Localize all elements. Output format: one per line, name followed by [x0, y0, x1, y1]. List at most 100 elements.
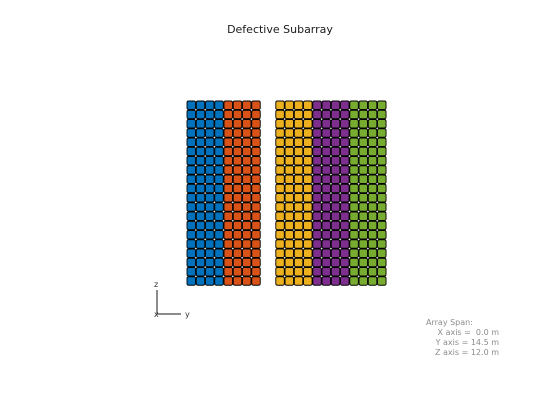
array-element-g2 [223, 193, 233, 203]
array-element-g1 [205, 239, 215, 249]
array-element-g5 [377, 239, 387, 249]
array-element-g1 [195, 211, 206, 221]
array-element-g3 [293, 174, 304, 184]
array-element-g5 [349, 183, 359, 194]
array-element-g1 [186, 146, 196, 157]
array-element-g2 [232, 165, 243, 175]
array-element-g3 [293, 220, 304, 231]
array-elements [186, 100, 387, 286]
array-element-g2 [251, 193, 261, 203]
array-element-g3 [284, 248, 294, 258]
array-element-g4 [340, 193, 350, 203]
array-element-g5 [377, 267, 387, 277]
array-element-g4 [330, 156, 341, 166]
array-element-g2 [251, 183, 261, 194]
array-element-g4 [330, 202, 341, 212]
array-element-g2 [223, 146, 233, 157]
array-element-g3 [284, 100, 294, 110]
array-element-g4 [340, 248, 350, 258]
array-element-g2 [223, 248, 233, 258]
array-element-g3 [284, 211, 294, 221]
array-element-g5 [358, 100, 368, 110]
array-element-g4 [312, 230, 322, 240]
array-element-g2 [223, 257, 233, 268]
array-element-g3 [293, 183, 304, 194]
array-element-g5 [377, 146, 387, 157]
array-element-g4 [321, 137, 331, 147]
array-element-g5 [358, 230, 368, 240]
array-element-g3 [284, 267, 294, 277]
array-element-g2 [251, 267, 261, 277]
array-element-g3 [303, 211, 313, 221]
array-element-g2 [223, 220, 233, 231]
array-element-g4 [312, 183, 322, 194]
array-element-g5 [349, 257, 359, 268]
span-label-z: Z axis = [435, 348, 471, 357]
array-element-g1 [195, 137, 206, 147]
array-element-g2 [223, 202, 233, 212]
array-element-g4 [330, 220, 341, 231]
array-element-g1 [205, 137, 215, 147]
array-element-g3 [275, 137, 285, 147]
array-element-g2 [232, 220, 243, 231]
array-element-g1 [195, 156, 206, 166]
array-element-g4 [340, 230, 350, 240]
array-element-g4 [321, 183, 331, 194]
array-element-g1 [186, 193, 196, 203]
array-element-g5 [377, 211, 387, 221]
array-element-g3 [303, 165, 313, 175]
array-element-g4 [340, 156, 350, 166]
array-element-g1 [186, 248, 196, 258]
array-element-g3 [303, 128, 313, 138]
array-element-g5 [358, 165, 368, 175]
array-element-g5 [349, 276, 359, 286]
array-element-g1 [186, 239, 196, 249]
array-element-g5 [358, 220, 368, 231]
array-element-g4 [340, 128, 350, 138]
array-element-g3 [303, 202, 313, 212]
array-element-g1 [186, 230, 196, 240]
array-element-g5 [377, 248, 387, 258]
array-element-g5 [349, 146, 359, 157]
array-element-g1 [214, 257, 224, 268]
array-element-g3 [275, 276, 285, 286]
array-element-g3 [303, 267, 313, 277]
array-element-g5 [367, 156, 378, 166]
array-element-g2 [223, 156, 233, 166]
array-element-g4 [330, 128, 341, 138]
array-element-g3 [284, 165, 294, 175]
array-element-g2 [242, 276, 252, 286]
array-element-g2 [251, 128, 261, 138]
array-element-g4 [330, 174, 341, 184]
array-element-g5 [349, 193, 359, 203]
array-element-g5 [367, 109, 378, 120]
array-element-g1 [186, 276, 196, 286]
array-element-g4 [312, 211, 322, 221]
array-element-g4 [340, 137, 350, 147]
array-element-g5 [377, 100, 387, 110]
array-element-g4 [321, 248, 331, 258]
array-element-g5 [349, 156, 359, 166]
span-label-x: X axis = [437, 328, 474, 337]
array-element-g2 [232, 248, 243, 258]
array-element-g4 [321, 202, 331, 212]
array-element-g5 [377, 174, 387, 184]
array-element-g3 [293, 248, 304, 258]
array-element-g4 [340, 174, 350, 184]
array-element-g1 [205, 220, 215, 231]
array-element-g1 [186, 183, 196, 194]
array-element-g4 [321, 100, 331, 110]
array-element-g1 [214, 193, 224, 203]
array-element-g2 [232, 119, 243, 129]
array-element-g4 [330, 165, 341, 175]
span-value-y: 14.5 m [470, 338, 499, 347]
array-element-g4 [340, 239, 350, 249]
array-element-g4 [312, 146, 322, 157]
array-element-g2 [232, 193, 243, 203]
span-row-z: Z axis = 12.0 m [408, 348, 499, 358]
array-element-g5 [377, 165, 387, 175]
array-element-g1 [214, 202, 224, 212]
array-element-g1 [195, 267, 206, 277]
array-element-g3 [275, 119, 285, 129]
array-element-g2 [223, 267, 233, 277]
